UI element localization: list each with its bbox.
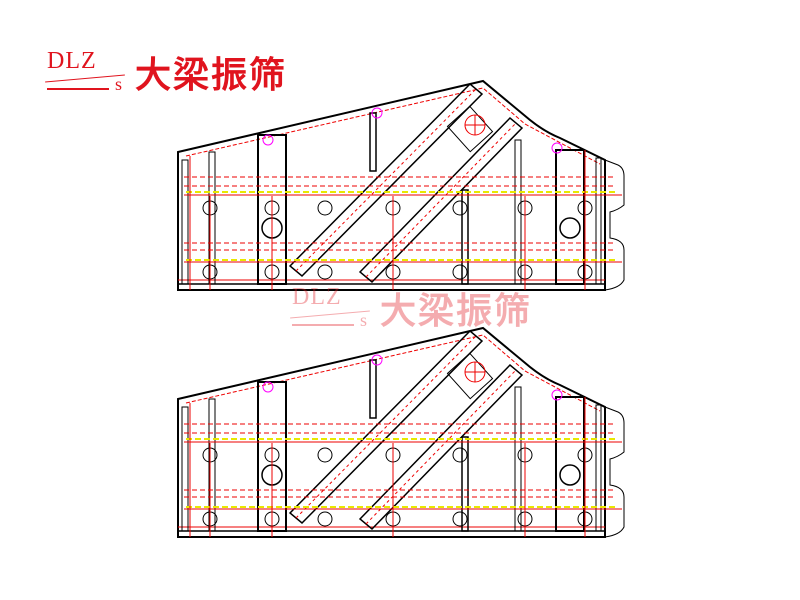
watermark-chinese: 大梁振筛: [380, 291, 533, 332]
watermark-latin: DLZ: [292, 284, 342, 310]
logo-chinese: 大梁振筛: [135, 55, 288, 96]
logo-mark: DLZ s: [45, 48, 127, 96]
logo-suffix: s: [115, 74, 123, 94]
upper-frame-drawing: [177, 80, 625, 291]
watermark-suffix: s: [360, 310, 368, 330]
brand-logo: DLZ s 大梁振筛: [45, 46, 287, 98]
watermark-logo: DLZ s 大梁振筛: [290, 282, 532, 334]
logo-latin: DLZ: [47, 48, 97, 74]
lower-frame-drawing: [177, 327, 625, 538]
